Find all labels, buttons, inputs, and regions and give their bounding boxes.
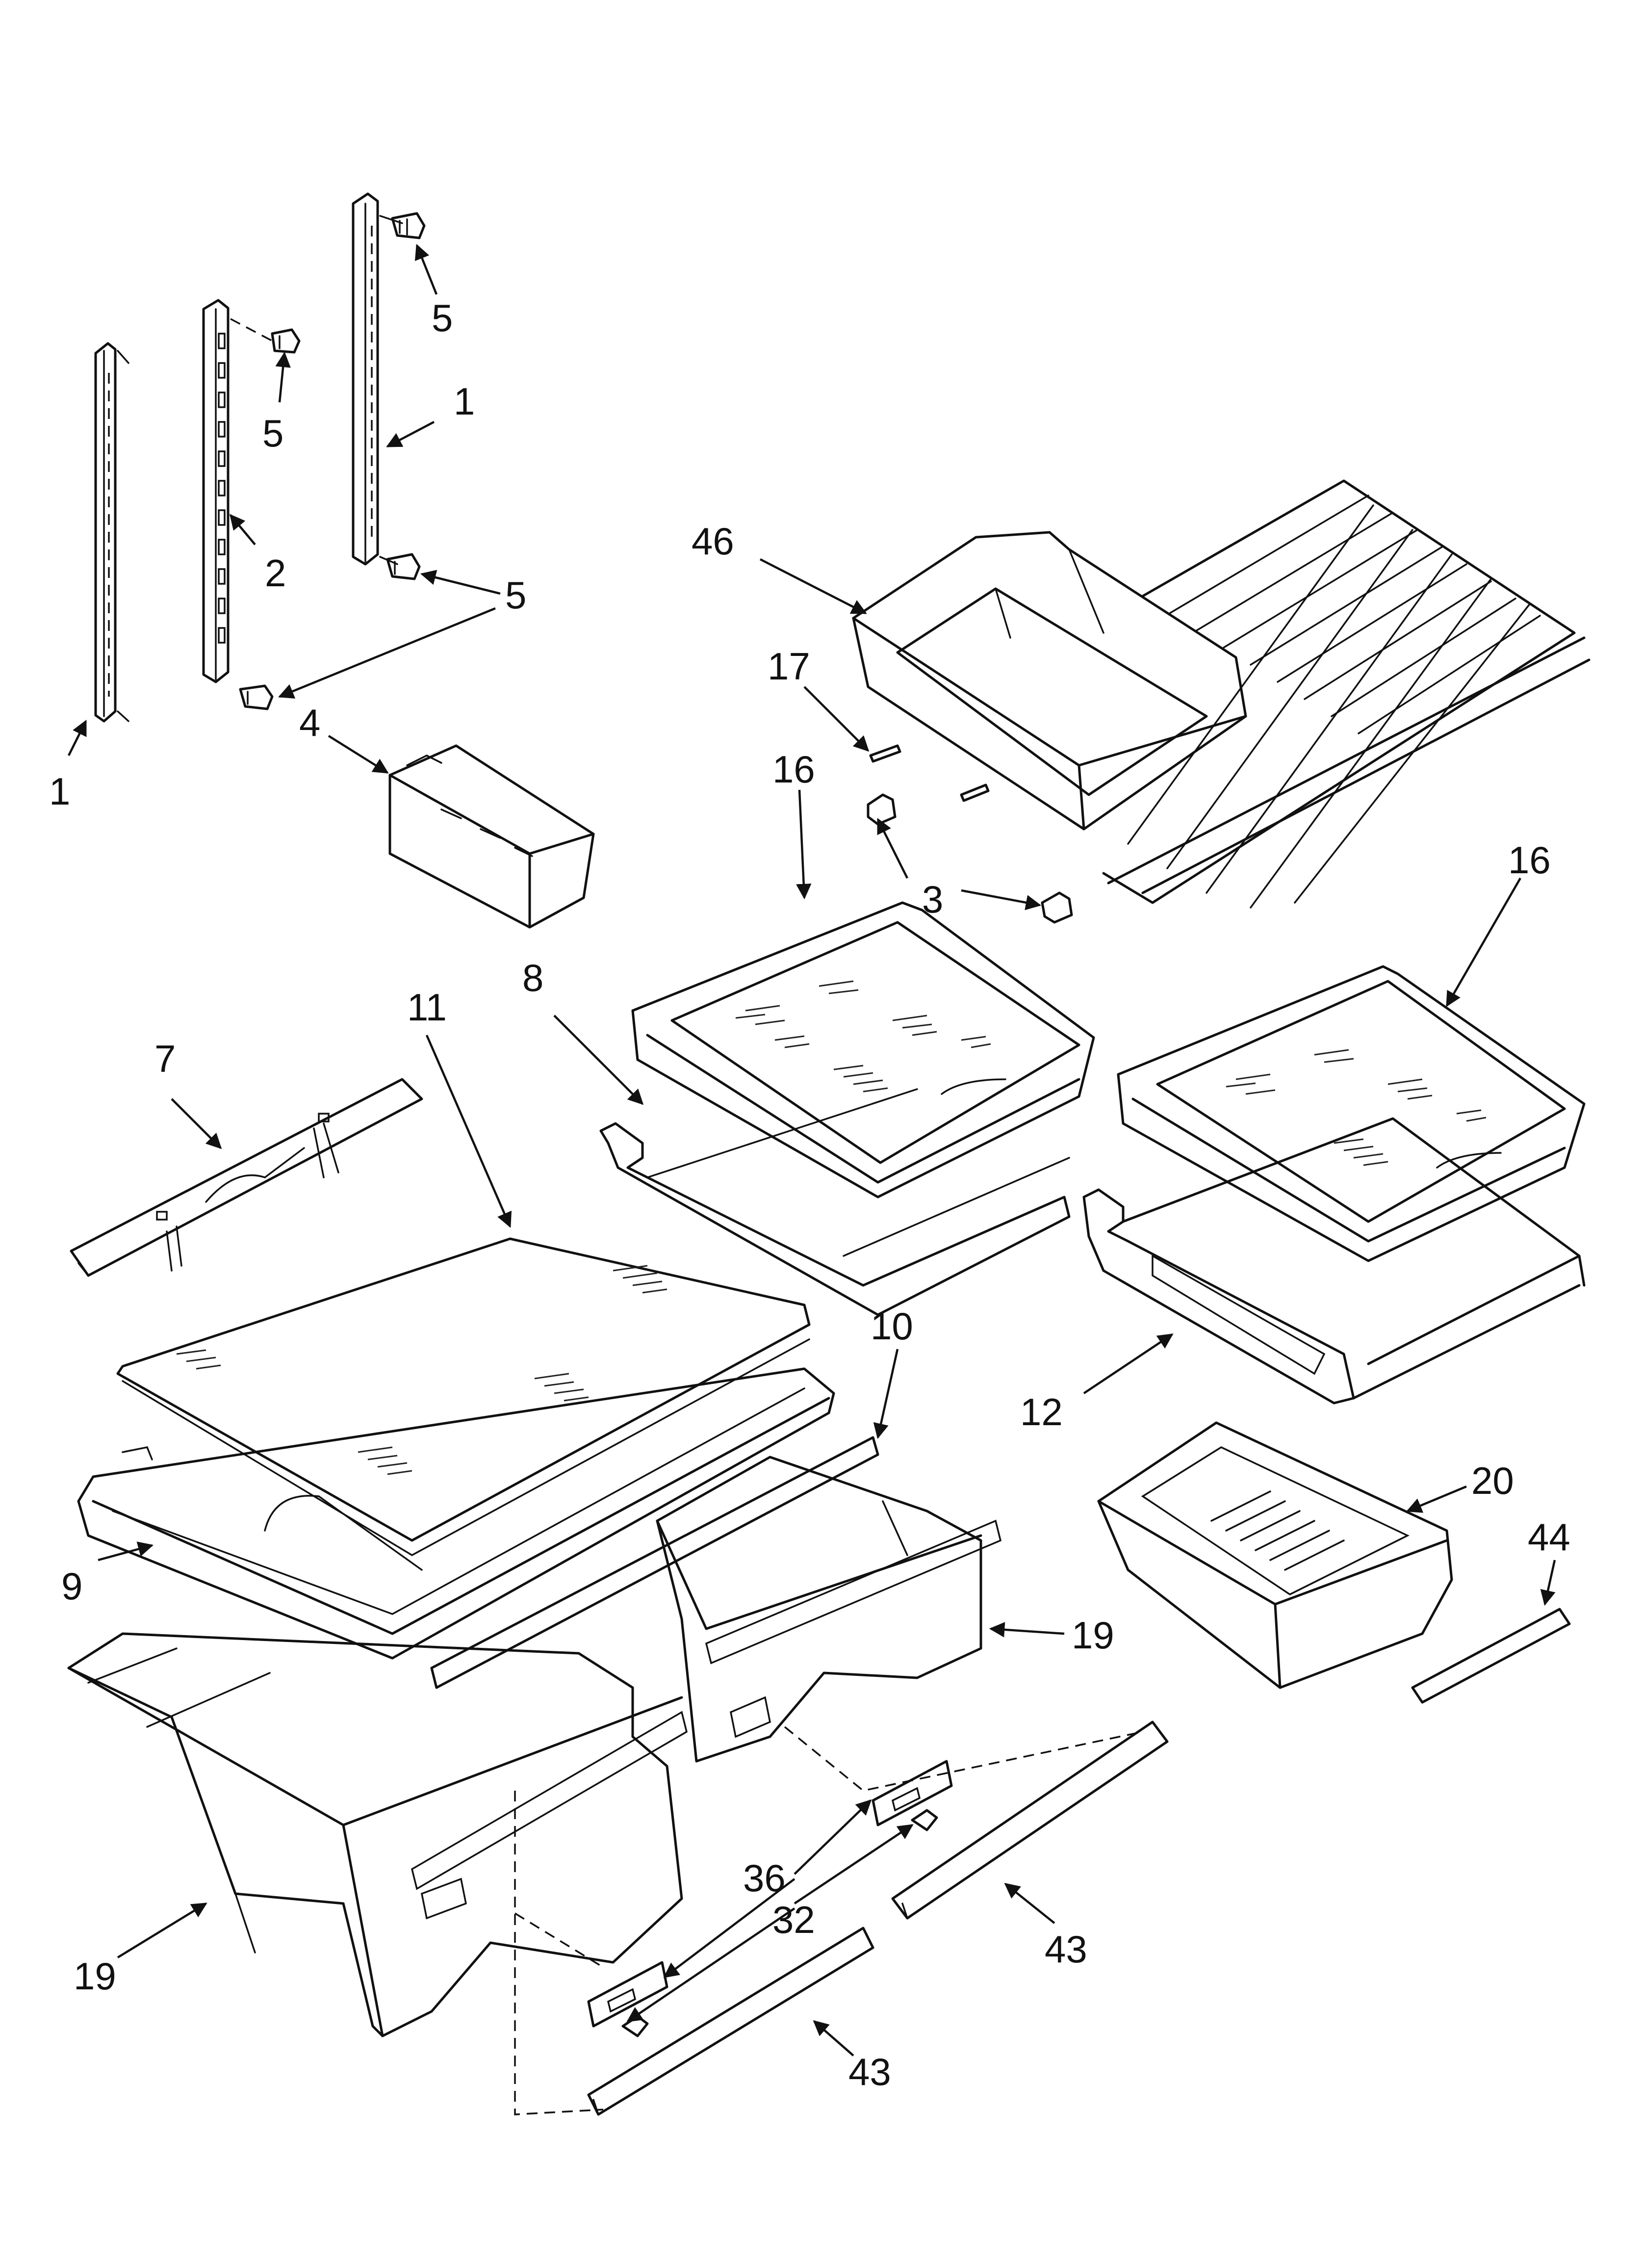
trim-43-bottom: [587, 1927, 874, 2116]
callout-1-right: 1: [454, 380, 475, 423]
callout-3: 3: [922, 878, 943, 921]
callout-8: 8: [522, 956, 543, 999]
callout-32: 32: [772, 1898, 815, 1941]
trim-43-right: [891, 1721, 1169, 1920]
pin-icon: [869, 744, 990, 802]
callout-2: 2: [265, 551, 286, 595]
crisper-cover-glass: [116, 1237, 811, 1557]
small-storage-bin: [388, 744, 595, 929]
callout-4: 4: [299, 701, 320, 744]
clip-36: [587, 1760, 953, 2028]
large-storage-bin: [852, 531, 1247, 831]
leader-lines: [67, 244, 1556, 2057]
front-trim-10: [430, 1436, 879, 1689]
callout-11: 11: [407, 986, 447, 1029]
callout-5-a: 5: [262, 412, 283, 455]
shelf-frame-8: [599, 1088, 1071, 1316]
shelf-bracket-7: [70, 1078, 423, 1277]
callout-16-right: 16: [1508, 838, 1551, 882]
clip-icon: [867, 793, 1073, 924]
callout-46: 46: [692, 520, 734, 563]
callout-7: 7: [154, 1037, 176, 1080]
shelf-rail-center: [202, 299, 278, 683]
screw-icon: [239, 684, 274, 710]
callout-19-left: 19: [74, 1955, 116, 1998]
crisper-drawer-right: [656, 1456, 1002, 1763]
callout-19-right: 19: [1072, 1614, 1114, 1657]
callout-17: 17: [768, 645, 810, 688]
shelf-rail-left: [94, 342, 129, 723]
callout-36: 36: [743, 1856, 786, 1900]
meat-pan: [1097, 1421, 1453, 1689]
callout-10: 10: [871, 1304, 913, 1348]
callout-43-bottom: 43: [848, 2050, 891, 2093]
callout-44: 44: [1528, 1515, 1570, 1559]
shelf-rail-right: [352, 192, 403, 566]
crisper-drawer-left: [67, 1632, 688, 2037]
callout-20: 20: [1471, 1459, 1514, 1502]
callout-9: 9: [61, 1564, 82, 1608]
callout-1-left: 1: [49, 770, 70, 813]
callout-5-b: 5: [432, 296, 453, 339]
callout-43-right: 43: [1045, 1928, 1087, 1971]
callout-16-left: 16: [772, 748, 815, 791]
trim-44: [1411, 1608, 1571, 1704]
glass-shelf-left: [631, 901, 1095, 1199]
screw-icon: [386, 553, 421, 580]
screw-icon: [391, 212, 426, 239]
glass-shelf-right: [1117, 965, 1586, 1262]
assembly-line: [784, 1726, 1143, 1792]
crisper-frame: [77, 1367, 835, 1660]
shelf-frame-12: [1082, 1117, 1586, 1405]
callout-5-c: 5: [505, 574, 526, 617]
callout-12: 12: [1020, 1390, 1063, 1434]
assembly-line: [514, 1791, 604, 2115]
screw-icon: [271, 328, 301, 354]
wire-shelf: [1102, 479, 1591, 909]
